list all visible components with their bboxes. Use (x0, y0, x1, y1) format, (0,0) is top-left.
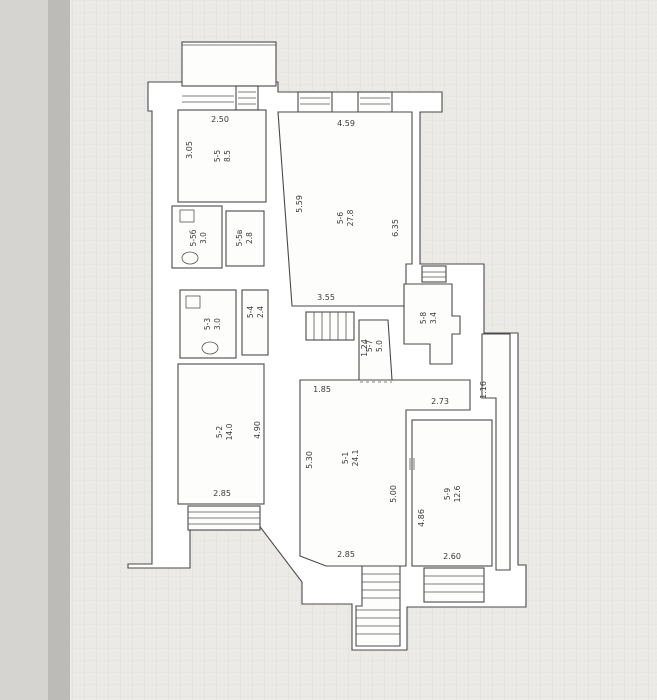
dim-5-00: 5.00 (389, 485, 398, 503)
room-label-5-8: 5-8 3.4 (419, 312, 438, 324)
dim-4-59: 4.59 (337, 119, 355, 128)
dim-3-05: 3.05 (185, 141, 194, 159)
page-binding (48, 0, 70, 700)
svg-text:5-1: 5-1 (341, 452, 350, 464)
svg-text:5-8: 5-8 (419, 312, 428, 324)
svg-text:3.0: 3.0 (199, 232, 208, 244)
stairs-corner (421, 265, 447, 283)
svg-text:5-7: 5-7 (365, 340, 374, 352)
svg-text:5-3: 5-3 (203, 318, 212, 330)
dim-6-35: 6.35 (391, 219, 400, 237)
dim-4-90: 4.90 (253, 421, 262, 439)
room-5-1 (299, 379, 471, 567)
svg-text:8.5: 8.5 (223, 150, 232, 162)
svg-text:5-4: 5-4 (246, 306, 255, 318)
dim-3-55: 3.55 (317, 293, 335, 302)
stairs-left-entry (187, 505, 261, 531)
svg-text:3.4: 3.4 (429, 312, 438, 324)
room-label-5-5b: 5-5б 3.0 (189, 229, 208, 246)
room-label-5-1: 5-1 24.1 (341, 449, 360, 466)
room-label-5-7: 5-7 5.0 (365, 340, 384, 352)
room-label-5-2: 5-2 14.0 (215, 423, 234, 440)
svg-text:5-5б: 5-5б (189, 229, 198, 246)
room-5-2 (177, 363, 265, 505)
room-5-5 (177, 109, 267, 203)
dim-4-86: 4.86 (417, 509, 426, 527)
under-page (0, 0, 48, 700)
balcony (181, 41, 277, 87)
room-5-9 (411, 419, 493, 567)
svg-text:5-6: 5-6 (336, 212, 345, 224)
room-label-5-9: 5-9 12.6 (443, 485, 462, 502)
room-5-6 (277, 111, 413, 307)
dim-2-73: 2.73 (431, 397, 449, 406)
svg-text:5.0: 5.0 (375, 340, 384, 352)
windows-top (182, 85, 393, 113)
dim-5-30: 5.30 (305, 451, 314, 469)
stairs-bottom-entry (355, 565, 401, 647)
svg-text:2.8: 2.8 (245, 232, 254, 244)
svg-text:5-9: 5-9 (443, 488, 452, 500)
room-label-5-5: 5-5 8.5 (213, 150, 232, 162)
dim-2-85-bottom: 2.85 (337, 550, 355, 559)
dim-1-85: 1.85 (313, 385, 331, 394)
room-5-5v (225, 210, 265, 267)
dim-5-59: 5.59 (295, 195, 304, 213)
room-label-5-6: 5-6 27.8 (336, 209, 355, 226)
svg-text:5-2: 5-2 (215, 426, 224, 438)
room-5-4 (241, 289, 269, 356)
room-label-5-4: 5-4 2.4 (246, 306, 265, 318)
corridor-right (481, 333, 511, 571)
dim-2-85-left: 2.85 (213, 489, 231, 498)
dim-2-50: 2.50 (211, 115, 229, 124)
svg-text:5-5: 5-5 (213, 150, 222, 162)
stairs-right-entry (423, 567, 485, 603)
dim-1-24: 1.24 (360, 339, 369, 357)
room-5-3 (179, 289, 237, 359)
toilet-icon (179, 209, 219, 355)
dim-1-16: 1.16 (479, 381, 488, 399)
room-5-8 (403, 283, 461, 365)
svg-text:5-5в: 5-5в (235, 230, 244, 247)
room-label-5-5v: 5-5в 2.8 (235, 230, 254, 247)
svg-text:12.6: 12.6 (453, 485, 462, 502)
svg-text:24.1: 24.1 (351, 449, 360, 466)
svg-text:14.0: 14.0 (225, 423, 234, 440)
stairs-inner (305, 311, 355, 341)
dim-2-60: 2.60 (443, 552, 461, 561)
svg-text:2.4: 2.4 (256, 306, 265, 318)
svg-text:3.0: 3.0 (213, 318, 222, 330)
svg-text:27.8: 27.8 (346, 209, 355, 226)
room-label-5-3: 5-3 3.0 (203, 318, 222, 330)
